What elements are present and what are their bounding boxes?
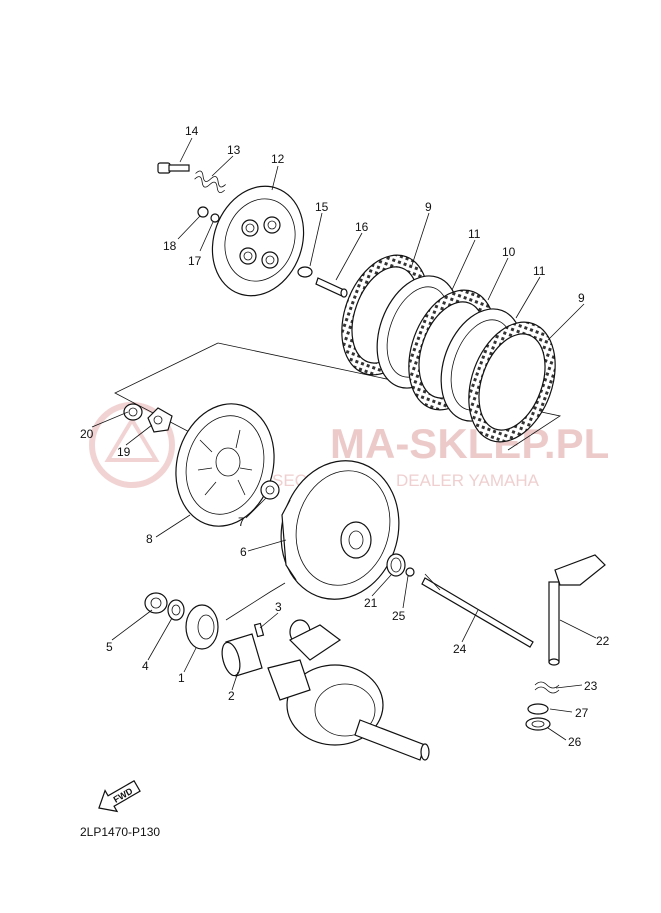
part-24-push-rod (421, 573, 534, 648)
callout-1: 1 (178, 671, 185, 685)
callout-9-lower: 9 (578, 291, 585, 305)
callout-23: 23 (584, 679, 598, 693)
part-15-washer (297, 266, 313, 278)
part-12-pressure-plate (211, 185, 305, 297)
watermark: MA-SKLEP.PL SECI DEALER YAMAHA (89, 402, 609, 490)
callouts: 14 13 12 18 17 15 16 9 11 10 11 9 20 19 … (80, 124, 610, 749)
callout-10: 10 (502, 245, 516, 259)
fwd-arrow: FWD (98, 779, 141, 813)
callout-6: 6 (240, 545, 247, 559)
part-3-key (253, 622, 265, 638)
callout-25: 25 (392, 609, 406, 623)
callout-11-lower: 11 (533, 264, 546, 278)
callout-22: 22 (596, 634, 610, 648)
callout-18: 18 (163, 239, 177, 253)
part-20-nut (123, 403, 143, 421)
part-14-bolt (157, 162, 190, 174)
callout-12: 12 (271, 152, 285, 166)
part-27-washer (527, 703, 549, 715)
callout-7: 7 (238, 515, 245, 529)
callout-15: 15 (315, 200, 329, 214)
callout-8: 8 (146, 532, 153, 546)
callout-17: 17 (188, 254, 202, 268)
part-13-spring (194, 170, 226, 194)
callout-2: 2 (228, 689, 235, 703)
part-6-clutch-housing (280, 460, 400, 600)
watermark-brand: MA-SKLEP.PL (330, 420, 609, 467)
callout-21: 21 (364, 596, 378, 610)
callout-20: 20 (80, 427, 94, 441)
group-outline (114, 342, 562, 451)
callout-14: 14 (185, 124, 199, 138)
callout-4: 4 (142, 659, 149, 673)
part-22-push-lever-shaft (548, 554, 606, 666)
part-4-washer (167, 599, 185, 621)
part-5-nut (144, 592, 168, 614)
callout-27: 27 (575, 706, 589, 720)
callout-11-upper: 11 (468, 227, 481, 241)
callout-26: 26 (568, 735, 582, 749)
callout-5: 5 (106, 640, 113, 654)
part-18-washer (197, 206, 209, 218)
part-8-clutch-boss (175, 403, 275, 527)
part-17-washer (210, 213, 220, 223)
part-23-spring (534, 681, 560, 694)
part-1-primary-drive-gear (185, 604, 219, 650)
watermark-sub-right: DEALER YAMAHA (396, 471, 540, 490)
callout-9-upper: 9 (425, 200, 432, 214)
part-26-oil-seal (525, 717, 551, 731)
part-7-washer (260, 480, 280, 500)
callout-19: 19 (117, 445, 131, 459)
leader-lines (91, 137, 597, 741)
crankshaft (267, 619, 430, 761)
part-2-spacer (221, 633, 263, 677)
part-25-ball (405, 567, 415, 577)
part-16-push-rod (315, 277, 348, 298)
part-21-washer (386, 553, 406, 577)
callout-24: 24 (453, 642, 467, 656)
part-9-friction-plate-b (468, 321, 556, 443)
diagram-code: 2LP1470-P130 (80, 825, 160, 839)
part-19-lock-washer (147, 407, 173, 433)
callout-16: 16 (355, 220, 369, 234)
callout-13: 13 (227, 143, 241, 157)
callout-3: 3 (275, 600, 282, 614)
